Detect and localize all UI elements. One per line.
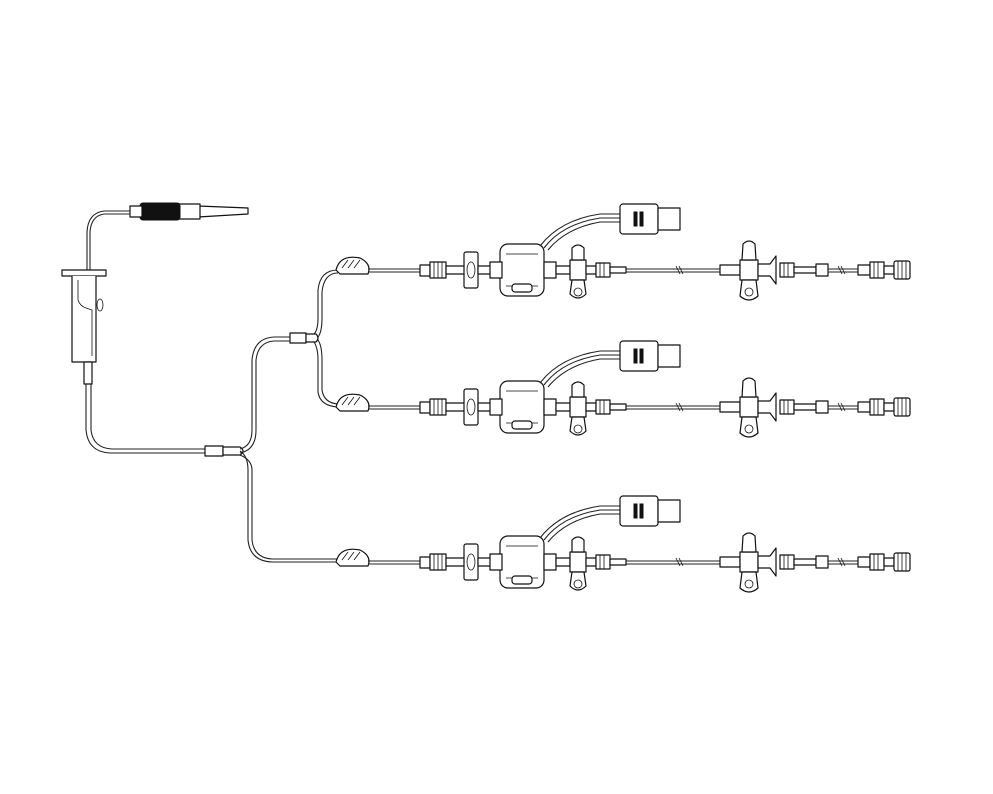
main-tube <box>85 384 205 454</box>
iv-spike-icon <box>86 202 249 270</box>
y-connector-icon <box>204 445 244 457</box>
y-connector-icon <box>289 332 319 344</box>
drip-chamber-icon <box>61 269 107 385</box>
branch-line-3 <box>335 495 911 593</box>
branch-line-1 <box>335 203 911 301</box>
branch-line-2 <box>335 340 911 438</box>
